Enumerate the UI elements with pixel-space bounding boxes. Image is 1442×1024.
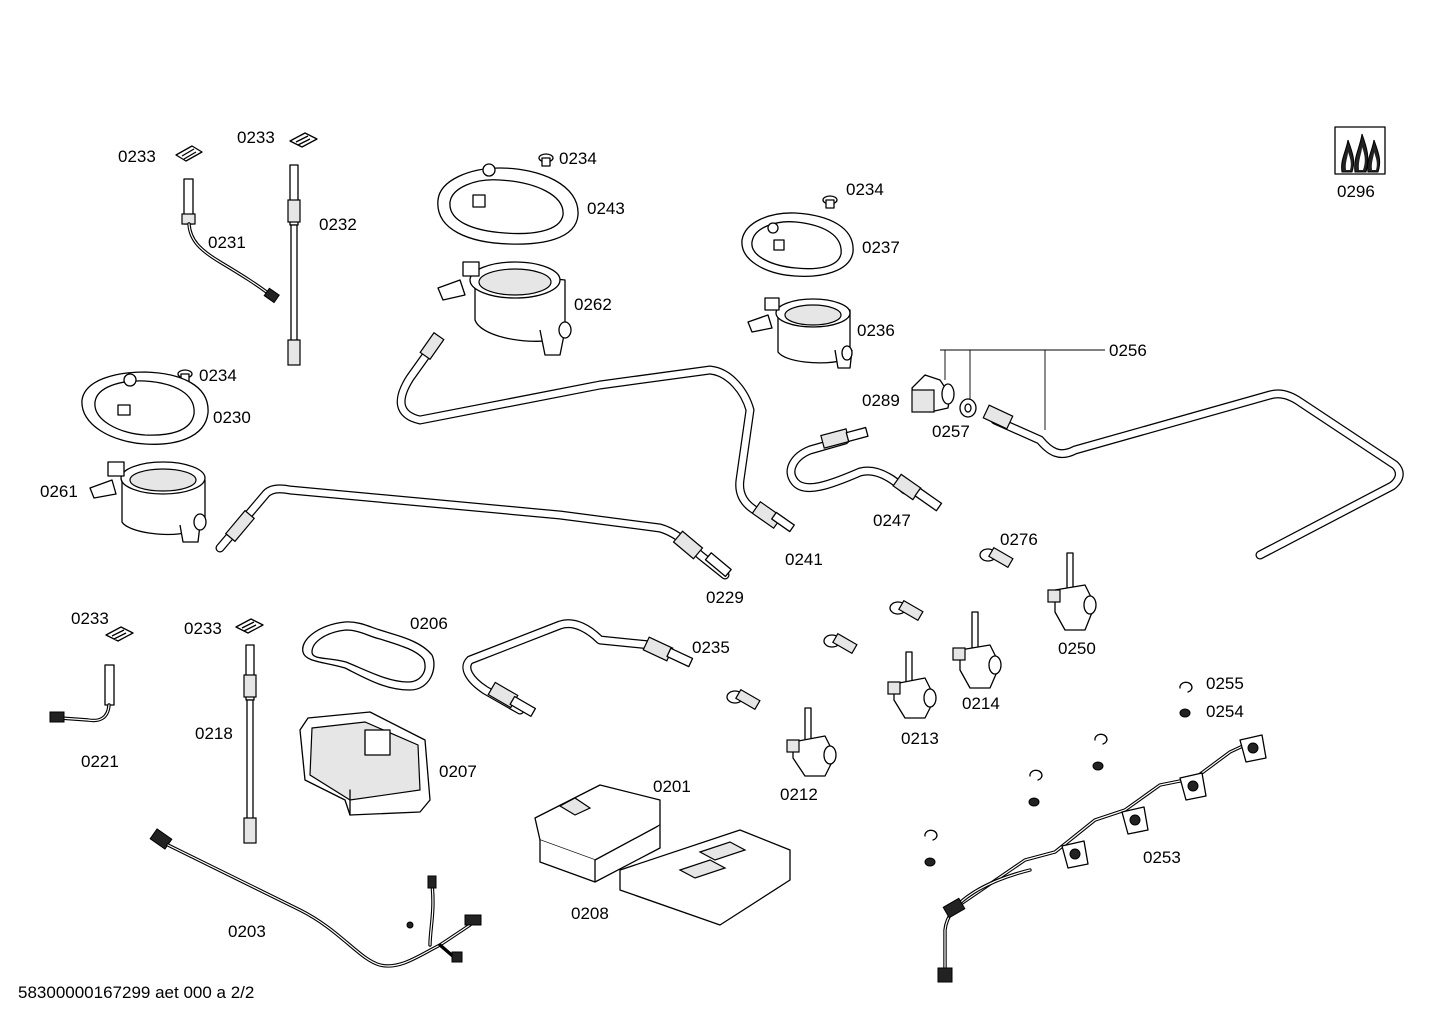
label-0212: 0212 — [780, 785, 818, 804]
label-0253: 0253 — [1143, 848, 1181, 867]
label-0233: 0233 — [184, 619, 222, 638]
thermocouple-0218 — [243, 644, 257, 844]
label-0233: 0233 — [71, 609, 109, 628]
label-0221: 0221 — [81, 752, 119, 771]
thermocouple-0232 — [287, 164, 301, 366]
small-parts-0255-0254 — [924, 681, 1193, 867]
gasket-0206 — [302, 621, 435, 691]
injector-part — [726, 546, 1014, 711]
thermocouple-0221 — [49, 664, 115, 723]
label-0233: 0233 — [118, 147, 156, 166]
label-0256: 0256 — [1109, 341, 1147, 360]
gasket-0230 — [81, 371, 209, 445]
thermocouple-0231 — [181, 178, 280, 304]
screw-part — [177, 153, 838, 383]
label-0232: 0232 — [319, 215, 357, 234]
label-0241: 0241 — [785, 550, 823, 569]
elbow-fitting-0289 — [911, 374, 955, 413]
part-labels: 0233 0233 0231 0232 0234 0243 0262 0234 … — [18, 128, 1375, 1002]
label-0254: 0254 — [1206, 702, 1244, 721]
label-0229: 0229 — [706, 588, 744, 607]
label-0289: 0289 — [862, 391, 900, 410]
label-0206: 0206 — [410, 614, 448, 633]
ignition-harness-0253 — [937, 734, 1267, 983]
label-0234: 0234 — [846, 180, 884, 199]
label-0236: 0236 — [857, 321, 895, 340]
burner-cup-0261 — [89, 461, 207, 543]
clip-part — [105, 132, 318, 642]
label-0218: 0218 — [195, 724, 233, 743]
label-0230: 0230 — [213, 408, 251, 427]
label-0234: 0234 — [559, 149, 597, 168]
label-0203: 0203 — [228, 922, 266, 941]
label-0261: 0261 — [40, 482, 78, 501]
label-0231: 0231 — [208, 233, 246, 252]
washer-0257 — [959, 398, 977, 418]
label-0233: 0233 — [237, 128, 275, 147]
label-0243: 0243 — [587, 199, 625, 218]
leader-line-0256 — [940, 349, 1105, 430]
label-0201: 0201 — [653, 777, 691, 796]
gas-flame-logo — [1334, 126, 1386, 175]
label-0208: 0208 — [571, 904, 609, 923]
gas-pipe-0247 — [786, 426, 943, 512]
cover-0208 — [619, 829, 791, 926]
label-0207: 0207 — [439, 762, 477, 781]
label-0235: 0235 — [692, 638, 730, 657]
label-0255: 0255 — [1206, 674, 1244, 693]
wire-harness-0203 — [149, 828, 482, 968]
label-0237: 0237 — [862, 238, 900, 257]
housing-0207 — [299, 711, 431, 816]
gas-valve-0212 — [786, 707, 837, 777]
gas-pipe-0256 — [982, 389, 1404, 560]
gas-valve-0250 — [1047, 552, 1097, 631]
gasket-0243 — [437, 163, 579, 245]
label-0296: 0296 — [1337, 182, 1375, 201]
gas-valve-0214 — [952, 611, 1002, 689]
gas-pipe-0229 — [215, 484, 732, 580]
gasket-0237 — [741, 212, 854, 278]
label-0257: 0257 — [932, 422, 970, 441]
burner-cup-0262 — [437, 261, 572, 356]
label-0234: 0234 — [199, 366, 237, 385]
label-0214: 0214 — [962, 694, 1000, 713]
burner-cup-0236 — [747, 297, 853, 369]
label-0213: 0213 — [901, 729, 939, 748]
gas-pipe-0235 — [462, 619, 694, 717]
bracket-0201 — [534, 784, 661, 883]
label-0276: 0276 — [1000, 530, 1038, 549]
gas-valve-0213 — [887, 651, 937, 719]
label-0247: 0247 — [873, 511, 911, 530]
label-0250: 0250 — [1058, 639, 1096, 658]
label-0262: 0262 — [574, 295, 612, 314]
document-id: 58300000167299 aet 000 a 2/2 — [18, 983, 254, 1002]
gas-pipe-0241 — [396, 331, 795, 533]
